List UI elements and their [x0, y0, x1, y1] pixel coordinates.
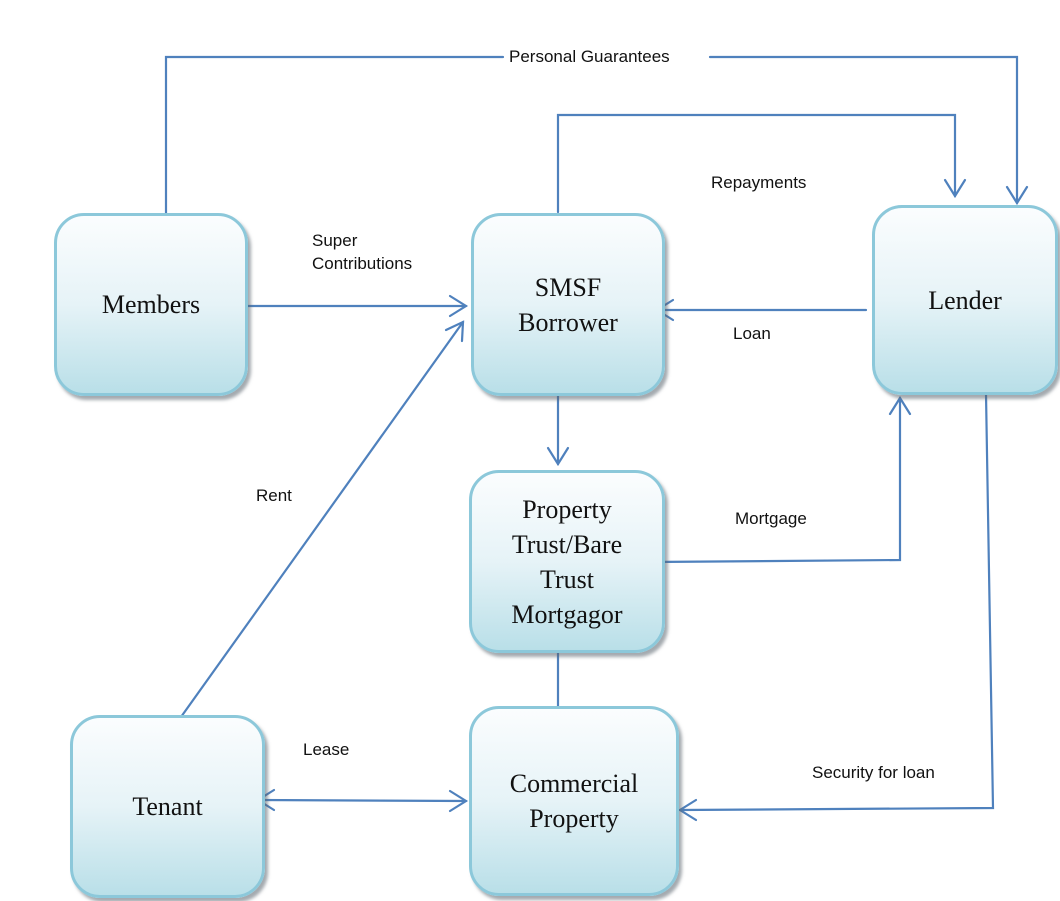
arrowhead-icon	[888, 395, 912, 416]
arrowhead-icon	[677, 798, 698, 822]
edge-super-contributions	[232, 294, 469, 318]
edge-label-lease: Lease	[303, 740, 350, 759]
node-members: Members	[54, 213, 248, 396]
edge-label-super-contributions: Super Contributions	[312, 231, 413, 273]
node-smsf-borrower-label: SMSF Borrower	[518, 272, 618, 337]
edge-label-repayments: Repayments	[711, 173, 807, 192]
arrowhead-icon	[943, 178, 967, 199]
edge-label-mortgage: Mortgage	[735, 509, 807, 528]
arrowhead-icon	[1005, 185, 1029, 206]
arrowhead-icon	[448, 294, 469, 318]
edge-repayments	[556, 113, 967, 214]
node-commercial-property-label: Commercial Property	[509, 769, 639, 833]
edge-label-loan: Loan	[733, 324, 771, 343]
node-property-trust-label: Property Trust/Bare Trust Mortgagor	[511, 494, 623, 629]
edge-label-personal-guarantees: Personal Guarantees	[507, 45, 672, 68]
edge-personal-guarantees	[164, 55, 1029, 216]
node-smsf-borrower: SMSF Borrower	[471, 213, 665, 396]
edge-security-for-loan	[677, 392, 995, 822]
node-tenant-label: Tenant	[132, 792, 203, 821]
edge-rent	[164, 320, 465, 740]
node-tenant: Tenant	[70, 715, 265, 898]
edge-lease	[255, 788, 469, 813]
arrowhead-icon	[546, 446, 570, 467]
edge-label-rent: Rent	[256, 486, 292, 505]
edge-smsf-to-trust	[546, 393, 570, 467]
node-commercial-property: Commercial Property	[469, 706, 679, 896]
edge-loan	[654, 298, 868, 322]
edge-label-security-for-loan: Security for loan	[812, 763, 935, 782]
edge-mortgage	[649, 395, 912, 564]
node-property-trust: Property Trust/Bare Trust Mortgagor	[469, 470, 665, 653]
node-lender-label: Lender	[928, 285, 1002, 315]
node-members-label: Members	[101, 290, 201, 319]
arrowhead-icon	[448, 789, 469, 813]
arrowhead-icon	[444, 320, 465, 343]
node-lender: Lender	[872, 205, 1058, 395]
